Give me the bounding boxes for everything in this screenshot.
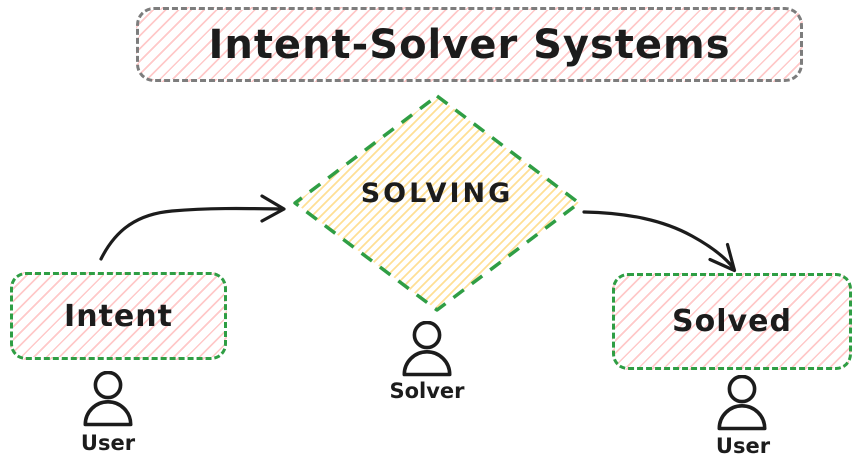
arrow-intent-to-solving <box>99 194 286 261</box>
actor-user-left: User <box>81 371 135 455</box>
actor-user-right: User <box>716 375 770 458</box>
solving-diamond: SOLVING <box>287 88 587 318</box>
intent-label: Intent <box>64 298 173 334</box>
person-icon <box>402 321 452 377</box>
page-title: Intent-Solver Systems <box>208 21 731 68</box>
arrow-solving-to-solved <box>582 210 737 273</box>
solved-label: Solved <box>672 304 792 339</box>
person-icon <box>717 375 767 431</box>
solved-box: Solved <box>612 273 852 370</box>
title-box: Intent-Solver Systems <box>136 7 803 82</box>
solving-label: SOLVING <box>360 178 514 209</box>
diamond-shape <box>293 94 581 312</box>
person-icon <box>83 371 133 427</box>
actor-solver: Solver <box>389 321 465 403</box>
actor-label-user-left: User <box>80 431 136 455</box>
intent-box: Intent <box>10 272 227 360</box>
actor-label-user-right: User <box>715 434 771 458</box>
actor-label-solver: Solver <box>389 379 465 403</box>
